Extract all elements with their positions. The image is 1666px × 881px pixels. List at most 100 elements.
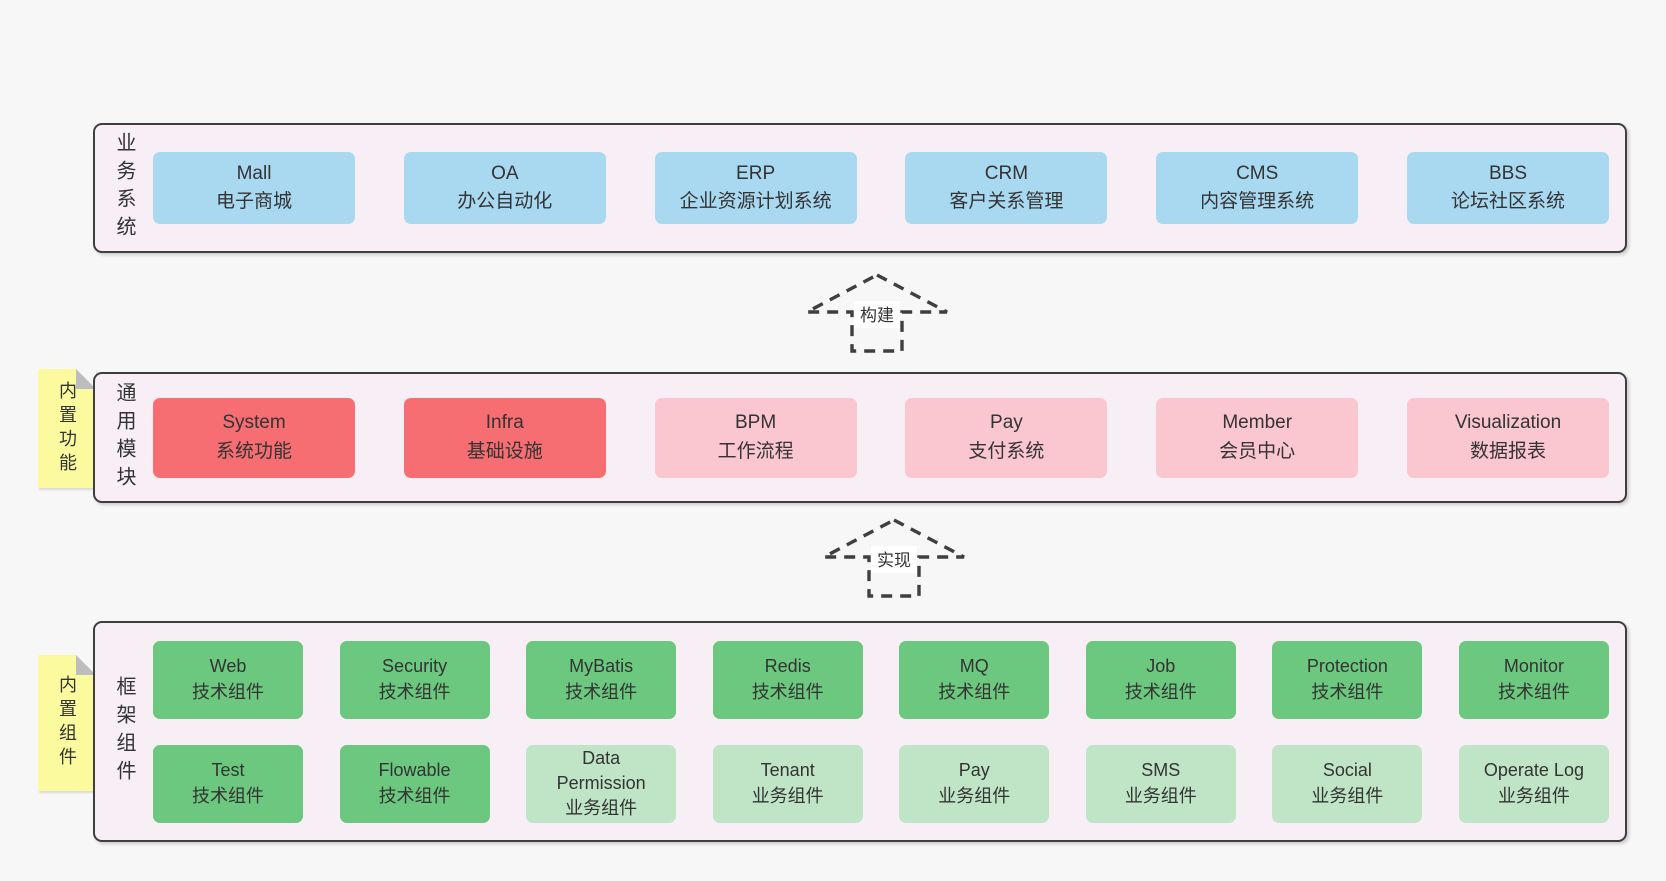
box-subtitle: 技术组件 [1497, 681, 1570, 702]
build-arrow: 构建 [806, 273, 948, 353]
box-subtitle: 工作流程 [717, 440, 794, 462]
panel-title-components: 框架组件 [95, 623, 153, 840]
box-bbs: BBS 论坛社区系统 [1406, 152, 1609, 224]
business-row: Mall 电子商城 OA 办公自动化 ERP 企业资源计划系统 CRM 客户关系… [153, 152, 1609, 224]
panel-title-text: 框架组件 [113, 675, 135, 788]
box-title: Protection [1306, 656, 1388, 677]
box-security: Security 技术组件 [339, 640, 490, 719]
box-mall: Mall 电子商城 [153, 152, 355, 224]
box-title: CRM [984, 162, 1029, 184]
box-title: Member [1222, 412, 1293, 433]
box-subtitle: 技术组件 [378, 681, 451, 702]
box-title: Redis [764, 656, 811, 677]
build-arrow-label: 构建 [860, 306, 894, 325]
components-row-1: Web 技术组件 Security 技术组件 MyBatis 技术组件 Redi… [153, 640, 1609, 719]
implement-arrow: 实现 [823, 518, 965, 598]
box-title: Mall [236, 162, 272, 184]
components-row-area: Web 技术组件 Security 技术组件 MyBatis 技术组件 Redi… [153, 623, 1625, 840]
box-subtitle: 技术组件 [192, 785, 264, 806]
box-member: Member 会员中心 [1156, 397, 1359, 478]
box-title: BPM [735, 412, 777, 433]
dashed-up-arrow-shape [806, 273, 948, 353]
panel-title-text: 业务系统 [113, 132, 135, 244]
box-visualization: Visualization 数据报表 [1406, 397, 1609, 478]
sticky-note-built-in-components: 内置组件 [38, 655, 96, 791]
box-subtitle: 技术组件 [1124, 681, 1197, 702]
box-subtitle: 技术组件 [1311, 681, 1384, 702]
box-title: MyBatis [569, 656, 634, 677]
box-subtitle: 业务组件 [1497, 785, 1570, 806]
box-subtitle: 电子商城 [215, 191, 292, 212]
box-subtitle: 数据报表 [1469, 440, 1546, 462]
box-operate-log: Operate Log 业务组件 [1458, 744, 1609, 823]
box-title: Tenant [760, 760, 815, 781]
arrow-label-background [871, 546, 917, 573]
box-web: Web 技术组件 [153, 640, 303, 719]
box-title: Visualization [1454, 412, 1562, 433]
box-cms: CMS 内容管理系统 [1156, 152, 1359, 224]
box-subtitle: 论坛社区系统 [1450, 191, 1565, 212]
box-subtitle: 支付系统 [968, 440, 1045, 462]
box-subtitle: 业务组件 [565, 798, 638, 819]
box-job: Job 技术组件 [1085, 640, 1236, 719]
box-subtitle: 业务组件 [751, 785, 824, 806]
arrow-label-background [854, 301, 900, 328]
box-pay-component: Pay 业务组件 [899, 744, 1050, 823]
box-subtitle: 内容管理系统 [1200, 191, 1315, 212]
business-row-area: Mall 电子商城 OA 办公自动化 ERP 企业资源计划系统 CRM 客户关系… [153, 125, 1625, 251]
box-subtitle: 技术组件 [751, 681, 824, 702]
box-title: Security [382, 656, 448, 677]
box-subtitle: 办公自动化 [457, 191, 553, 212]
panel-title-business: 业务系统 [95, 125, 153, 251]
box-bpm: BPM 工作流程 [654, 397, 857, 478]
modules-row: System 系统功能 Infra 基础设施 BPM 工作流程 Pay 支付系统… [153, 397, 1609, 478]
box-social: Social 业务组件 [1272, 744, 1423, 823]
box-title: Pay [990, 412, 1023, 433]
box-title: MQ [959, 656, 989, 677]
sticky-note-text: 内置组件 [57, 675, 77, 771]
box-subtitle: 企业资源计划系统 [679, 191, 832, 212]
box-pay-module: Pay 支付系统 [905, 397, 1108, 478]
box-subtitle: 业务组件 [1311, 785, 1384, 806]
box-subtitle: 技术组件 [192, 681, 264, 702]
box-erp: ERP 企业资源计划系统 [654, 152, 857, 224]
box-crm: CRM 客户关系管理 [905, 152, 1108, 224]
box-mq: MQ 技术组件 [899, 640, 1050, 719]
panel-title-modules: 通用模块 [95, 374, 153, 501]
box-subtitle: 技术组件 [565, 681, 638, 702]
box-subtitle: 技术组件 [938, 681, 1011, 702]
box-monitor: Monitor 技术组件 [1458, 640, 1609, 719]
panel-title-text: 通用模块 [113, 381, 135, 494]
box-title: Infra [485, 412, 524, 433]
sticky-note-built-in-features: 内置功能 [38, 369, 96, 488]
box-title: OA [491, 162, 519, 184]
box-subtitle: 会员中心 [1219, 440, 1296, 462]
box-title: SMS [1141, 760, 1181, 781]
box-subtitle: 技术组件 [378, 785, 451, 806]
box-subtitle: 业务组件 [938, 785, 1011, 806]
box-data-permission: Data Permission 业务组件 [526, 744, 677, 823]
box-subtitle: 系统功能 [215, 440, 292, 462]
box-title: CMS [1236, 162, 1279, 184]
box-title: Data Permission [556, 747, 646, 793]
modules-row-area: System 系统功能 Infra 基础设施 BPM 工作流程 Pay 支付系统… [153, 374, 1625, 501]
box-protection: Protection 技术组件 [1272, 640, 1423, 719]
box-title: Monitor [1503, 656, 1564, 677]
box-tenant: Tenant 业务组件 [712, 744, 863, 823]
business-systems-panel: 业务系统 Mall 电子商城 OA 办公自动化 ERP 企业资源计划系统 CRM [93, 123, 1627, 253]
common-modules-panel: 通用模块 System 系统功能 Infra 基础设施 BPM 工作流程 Pay [93, 372, 1627, 503]
box-subtitle: 业务组件 [1124, 785, 1197, 806]
box-title: Operate Log [1483, 760, 1584, 781]
box-mybatis: MyBatis 技术组件 [526, 640, 677, 719]
box-redis: Redis 技术组件 [712, 640, 863, 719]
box-subtitle: 客户关系管理 [949, 191, 1064, 212]
box-title: Flowable [378, 760, 451, 781]
box-oa: OA 办公自动化 [403, 152, 606, 224]
box-infra: Infra 基础设施 [403, 397, 606, 478]
box-title: Test [211, 760, 245, 781]
box-title: System [222, 412, 286, 433]
implement-arrow-label: 实现 [877, 551, 911, 570]
box-test: Test 技术组件 [153, 744, 303, 823]
box-title: ERP [736, 162, 776, 184]
